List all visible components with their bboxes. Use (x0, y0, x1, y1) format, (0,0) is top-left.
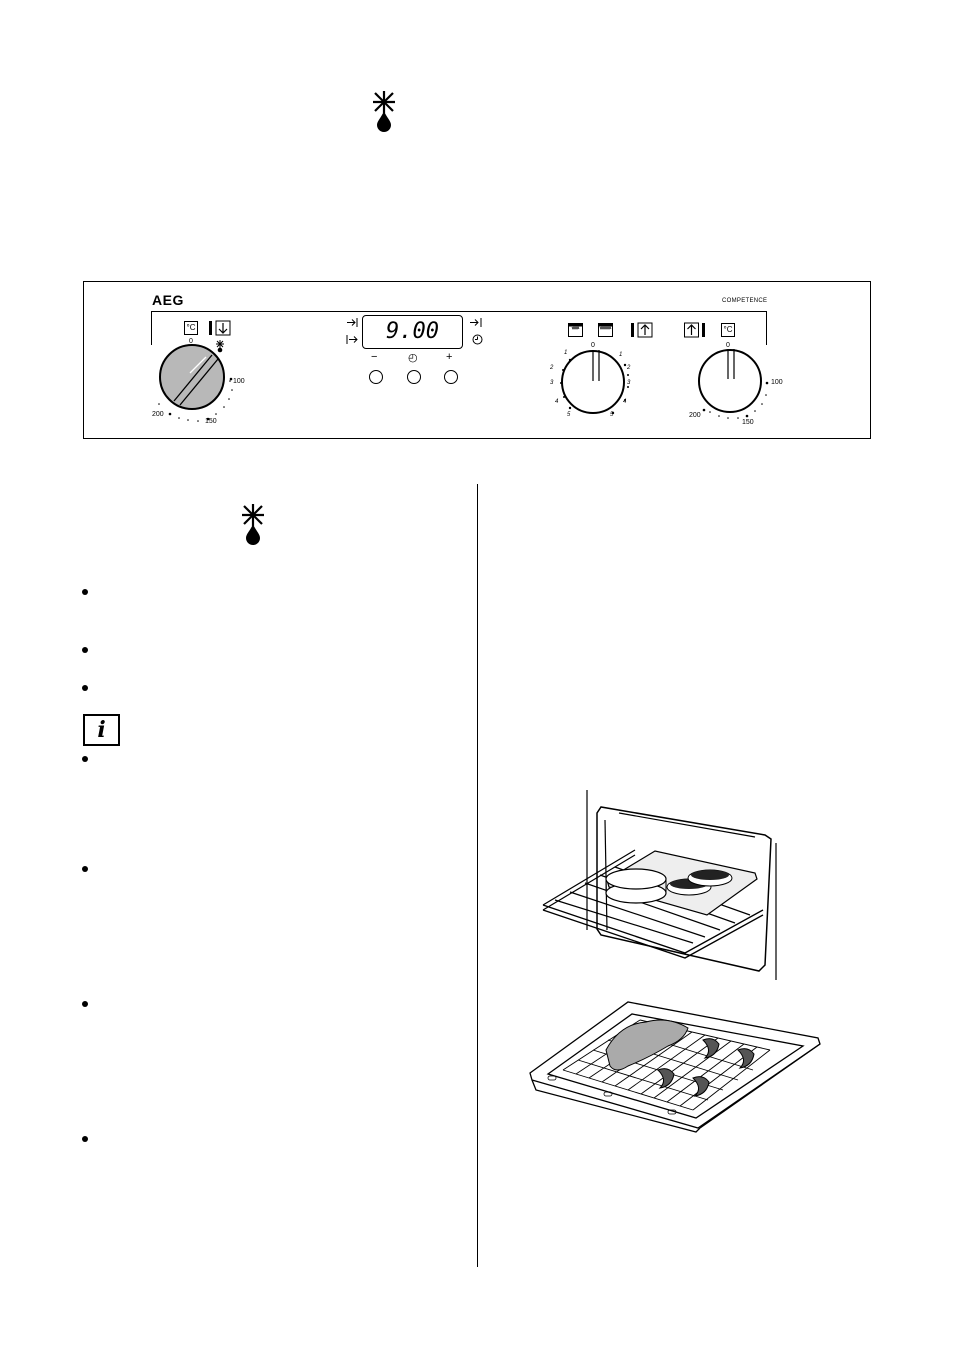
clock-icon (472, 334, 483, 345)
scale-label-150: 150 (205, 418, 217, 425)
grill-pan-with-meat-icon (529, 1001, 821, 1133)
list-bullet (82, 685, 88, 691)
plus-button[interactable] (444, 370, 458, 384)
oven-shelf-with-baking-tray-icon (542, 790, 777, 980)
minus-label: − (371, 351, 378, 363)
scale-label-200: 200 (152, 411, 164, 418)
time-display: 9.00 (362, 315, 463, 349)
defrost-icon (242, 504, 264, 545)
scale-label-100: 100 (771, 379, 783, 386)
model-name: COMPETENCE (722, 298, 768, 304)
temperature-icon: °C (184, 321, 198, 335)
column-divider (477, 484, 479, 1267)
grill-knob-zero: 0 (591, 342, 595, 349)
list-bullet (82, 756, 88, 762)
grill-right-tick-3: 3 (627, 380, 631, 386)
list-bullet (82, 647, 88, 653)
grill-right-tick-4: 4 (623, 399, 627, 405)
left-knob-zero: 0 (189, 338, 193, 345)
grill-small-icon (568, 323, 583, 337)
end-time-icon (346, 335, 358, 344)
list-bullet (82, 1136, 88, 1142)
grill-left-tick-4: 4 (555, 399, 559, 405)
grill-knob[interactable] (548, 345, 638, 425)
minus-button[interactable] (369, 370, 383, 384)
defrost-icon (373, 91, 395, 132)
plus-label: + (446, 351, 453, 363)
top-heat-icon (684, 322, 705, 338)
scale-label-150: 150 (742, 419, 754, 426)
grill-left-tick-1: 1 (564, 350, 568, 356)
right-knob-zero: 0 (726, 342, 730, 349)
bottom-heat-icon (209, 320, 231, 336)
grill-right-tick-2: 2 (627, 365, 631, 371)
control-panel (83, 281, 871, 439)
list-bullet (82, 1001, 88, 1007)
top-heat-icon (631, 322, 653, 338)
grill-left-tick-2: 2 (550, 365, 554, 371)
end-arrow-icon (470, 318, 482, 327)
clock-button[interactable] (407, 370, 421, 384)
grill-left-tick-5: 5 (567, 412, 571, 418)
temperature-icon: °C (721, 323, 735, 337)
defrost-icon (216, 340, 224, 353)
grill-left-tick-3: 3 (550, 380, 554, 386)
clock-label: ◴ (408, 352, 418, 364)
grill-right-tick-5: 5 (610, 412, 614, 418)
brand-logo: AEG (152, 292, 184, 308)
info-icon: i (83, 714, 120, 746)
grill-right-tick-1: 1 (619, 352, 623, 358)
grill-full-icon (598, 323, 613, 337)
cook-time-icon (347, 318, 358, 327)
scale-label-100: 100 (233, 378, 245, 385)
left-temperature-knob[interactable] (150, 335, 250, 425)
list-bullet (82, 866, 88, 872)
panel-bracket (151, 311, 767, 345)
scale-label-200: 200 (689, 412, 701, 419)
right-temperature-knob[interactable] (686, 343, 776, 423)
list-bullet (82, 589, 88, 595)
